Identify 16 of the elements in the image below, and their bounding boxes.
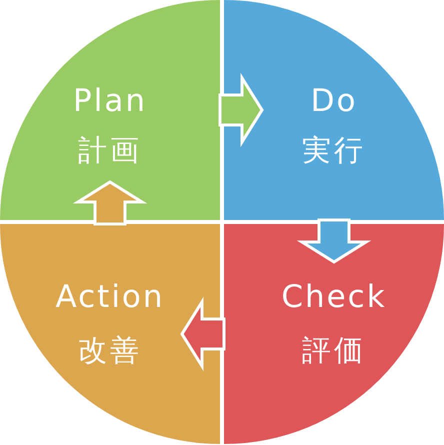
phase-label: Action xyxy=(55,279,165,315)
block-arrow xyxy=(218,72,264,148)
quadrant-segment xyxy=(224,224,444,444)
block-arrow xyxy=(72,180,148,226)
phase-label-japanese: 評価 xyxy=(302,333,366,367)
phase-label-japanese: 計画 xyxy=(78,133,142,167)
phase-label-japanese: 実行 xyxy=(302,133,366,167)
phase-label: Do xyxy=(310,83,358,119)
quadrant-segment xyxy=(0,224,220,444)
block-arrow xyxy=(180,296,226,372)
phase-label-japanese: 改善 xyxy=(78,333,142,367)
block-arrow xyxy=(296,218,372,264)
phase-label: Plan xyxy=(73,83,147,119)
quadrant-segment xyxy=(224,0,444,220)
quadrant-segment xyxy=(0,0,220,220)
phase-label: Check xyxy=(281,279,387,315)
